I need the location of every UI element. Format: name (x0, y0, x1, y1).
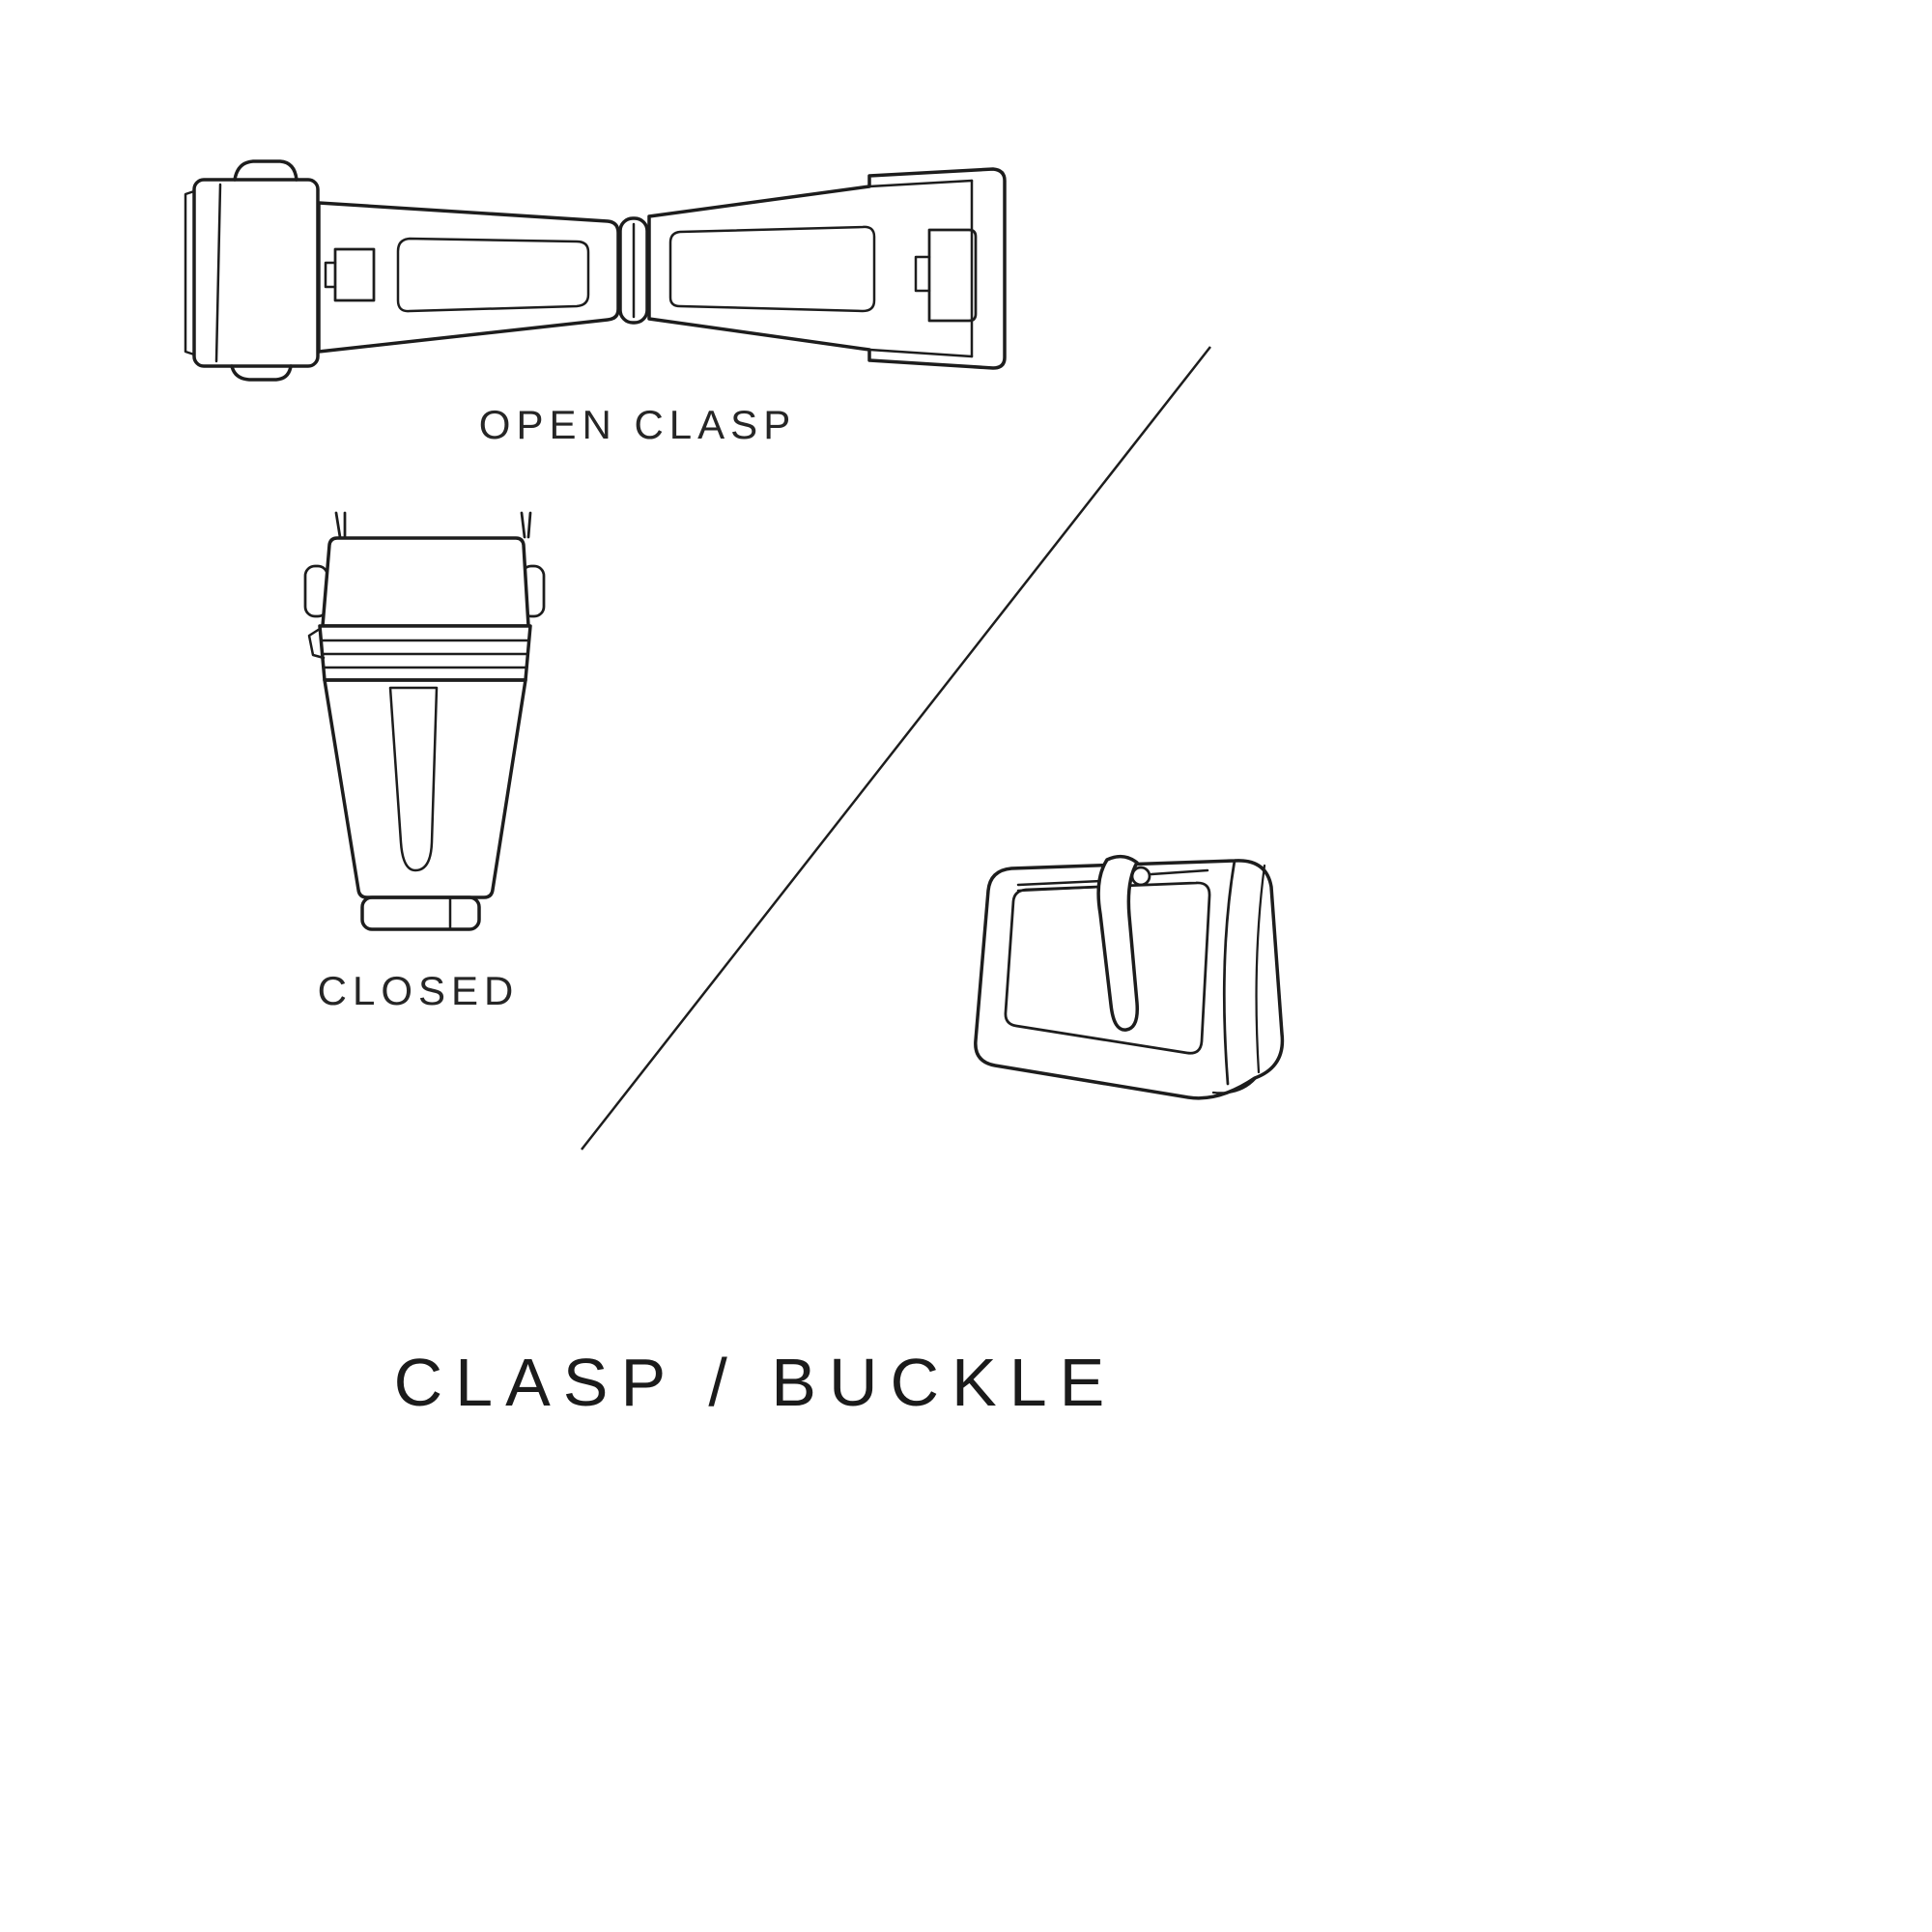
closed-clasp-body (323, 678, 527, 899)
closed-label: CLOSED (317, 968, 520, 1013)
buckle-prong (1096, 854, 1140, 1032)
closed-clasp-icon (303, 511, 546, 931)
open-clasp-right-arm (647, 167, 1007, 370)
open-clasp-icon (184, 159, 1007, 382)
diagram-title: CLASP / BUCKLE (393, 1345, 1118, 1420)
open-clasp-label: OPEN CLASP (478, 402, 797, 447)
open-clasp-left-arm (317, 201, 620, 354)
diagonal-divider-line (581, 346, 1211, 1151)
closed-clasp-top-block (321, 536, 530, 628)
tang-buckle-icon (974, 854, 1285, 1100)
buckle-frame (974, 859, 1285, 1100)
open-clasp-left-endpiece (192, 178, 320, 368)
